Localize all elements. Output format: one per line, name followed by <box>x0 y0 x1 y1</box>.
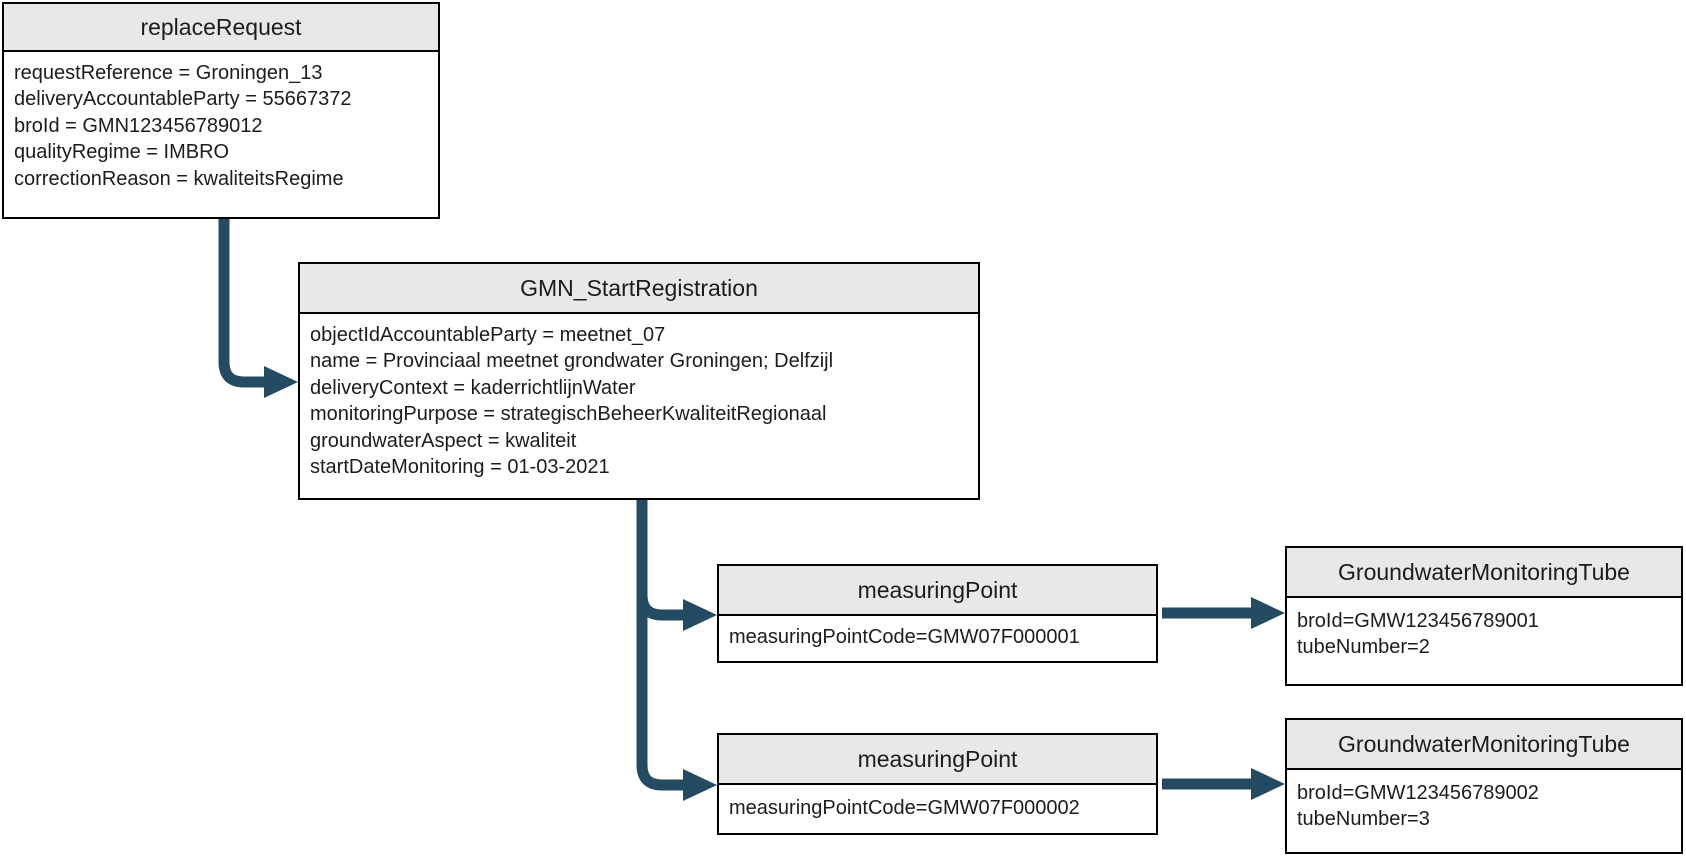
connector-replacerequest-to-gmn <box>218 219 298 398</box>
node-attributes: measuringPointCode=GMW07F000001 <box>719 616 1156 659</box>
arrowhead-icon <box>683 599 717 631</box>
connector-line <box>218 219 266 388</box>
attribute-line: measuringPointCode=GMW07F000002 <box>729 796 1080 819</box>
attribute-line: tubeNumber=2 <box>1297 636 1430 659</box>
attribute-line: tubeNumber=3 <box>1297 808 1430 831</box>
node-title: measuringPoint <box>719 566 1156 616</box>
attribute-line: objectIdAccountableParty = meetnet_07 <box>310 324 666 346</box>
arrowhead-icon <box>683 769 717 801</box>
attribute-line: correctionReason = kwaliteitsRegime <box>14 167 344 190</box>
attribute-line: deliveryAccountableParty = 55667372 <box>14 88 352 111</box>
node-attributes: objectIdAccountableParty = meetnet_07 na… <box>300 314 978 488</box>
node-groundwater-monitoring-tube-2: GroundwaterMonitoringTube broId=GMW12345… <box>1285 718 1683 854</box>
attribute-line: monitoringPurpose = strategischBeheerKwa… <box>310 403 827 426</box>
attribute-line: deliveryContext = kaderrichtlijnWater <box>310 376 636 399</box>
attribute-line: startDateMonitoring = 01-03-2021 <box>310 456 610 479</box>
node-title-label: measuringPoint <box>857 745 1018 772</box>
node-attributes: broId=GMW123456789002 tubeNumber=3 <box>1287 770 1681 841</box>
node-title: replaceRequest <box>4 4 438 52</box>
arrowhead-icon <box>1251 597 1285 629</box>
arrowhead-icon <box>264 366 298 398</box>
node-attributes: broId=GMW123456789001 tubeNumber=2 <box>1287 598 1681 669</box>
node-title-label: GroundwaterMonitoringTube <box>1338 730 1630 757</box>
node-title-label: GroundwaterMonitoringTube <box>1338 558 1630 585</box>
node-title-label: measuringPoint <box>857 576 1018 603</box>
connector-gmn-to-measuringpoint-1 <box>636 500 717 631</box>
attribute-line: broId=GMW123456789002 <box>1297 782 1539 804</box>
connector-line <box>636 500 685 621</box>
connector-line <box>636 500 685 791</box>
attribute-line: groundwaterAspect = kwaliteit <box>310 429 577 452</box>
node-measuring-point-1: measuringPoint measuringPointCode=GMW07F… <box>717 564 1158 663</box>
node-attributes: requestReference = Groningen_13 delivery… <box>4 52 438 200</box>
attribute-line: name = Provinciaal meetnet grondwater Gr… <box>310 350 834 373</box>
node-title: GroundwaterMonitoringTube <box>1287 548 1681 598</box>
node-measuring-point-2: measuringPoint measuringPointCode=GMW07F… <box>717 733 1158 835</box>
node-title: GMN_StartRegistration <box>300 264 978 314</box>
attribute-line: broId = GMN123456789012 <box>14 114 263 137</box>
node-attributes: measuringPointCode=GMW07F000002 <box>719 785 1156 831</box>
node-title: measuringPoint <box>719 735 1156 785</box>
connector-measuringpoint1-to-tube1 <box>1162 597 1285 629</box>
attribute-line: requestReference = Groningen_13 <box>14 62 323 84</box>
connector-measuringpoint2-to-tube2 <box>1162 768 1285 800</box>
arrowhead-icon <box>1251 768 1285 800</box>
node-gmn-start-registration: GMN_StartRegistration objectIdAccountabl… <box>298 262 980 500</box>
node-title: GroundwaterMonitoringTube <box>1287 720 1681 770</box>
node-title-label: GMN_StartRegistration <box>520 274 758 301</box>
attribute-line: broId=GMW123456789001 <box>1297 610 1539 632</box>
connector-gmn-to-measuringpoint-2 <box>636 500 717 801</box>
node-groundwater-monitoring-tube-1: GroundwaterMonitoringTube broId=GMW12345… <box>1285 546 1683 686</box>
node-title-label: replaceRequest <box>140 13 302 40</box>
attribute-line: measuringPointCode=GMW07F000001 <box>729 626 1080 649</box>
node-replace-request: replaceRequest requestReference = Gronin… <box>2 2 440 219</box>
attribute-line: qualityRegime = IMBRO <box>14 141 230 164</box>
